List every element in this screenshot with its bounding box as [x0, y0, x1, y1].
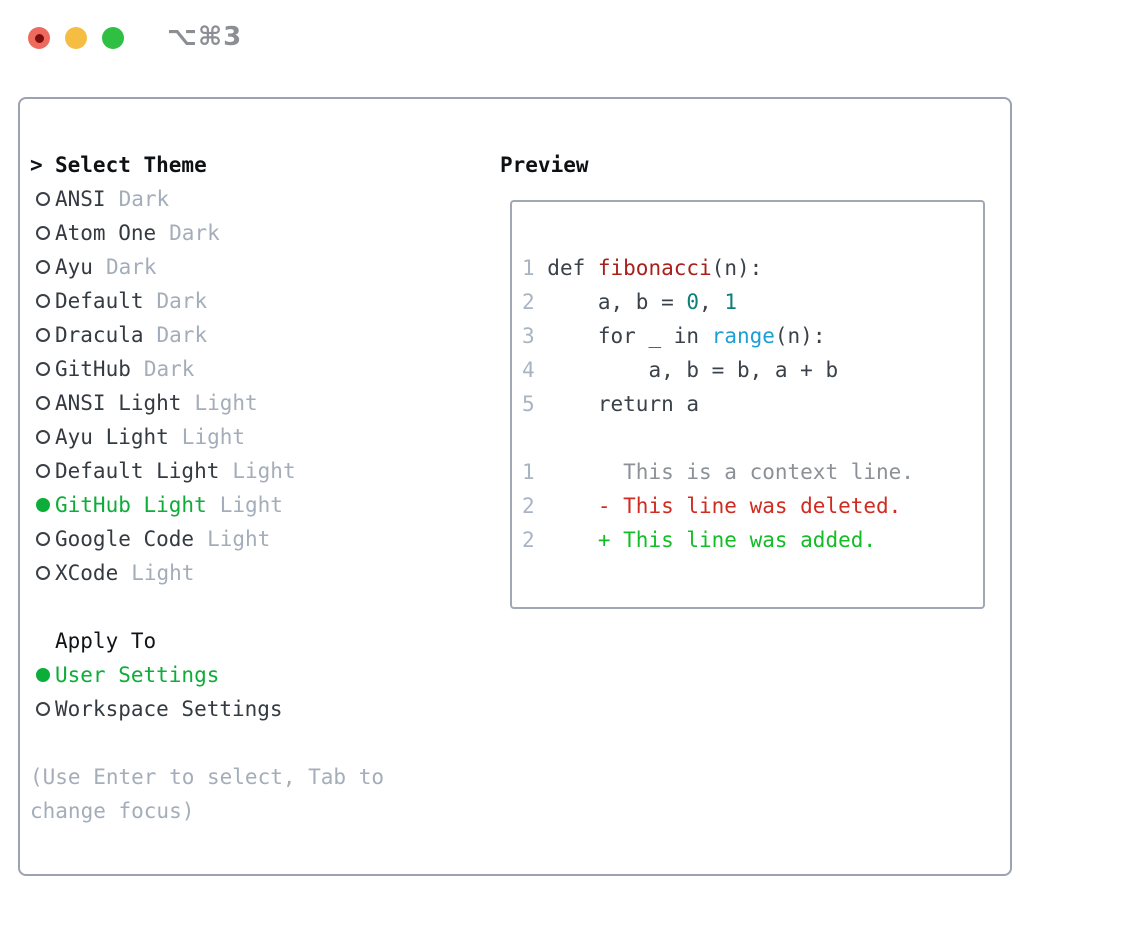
theme-variant-tag: Light: [131, 561, 195, 585]
theme-option-ansi[interactable]: ANSI Dark: [30, 182, 384, 216]
theme-option-default[interactable]: Default Dark: [30, 284, 384, 318]
theme-option-atom-one[interactable]: Atom One Dark: [30, 216, 384, 250]
code-line: 2 - This line was deleted.: [522, 494, 902, 518]
radio-selected-icon: [36, 498, 50, 512]
theme-option-label: GitHub: [55, 357, 131, 381]
close-button[interactable]: [28, 27, 50, 49]
theme-variant-tag: Dark: [105, 255, 157, 279]
apply-option-user-settings[interactable]: User Settings: [30, 658, 384, 692]
theme-option-default-light[interactable]: Default Light Light: [30, 454, 384, 488]
theme-option-label: Google Code: [55, 527, 195, 551]
theme-option-github[interactable]: GitHub Dark: [30, 352, 384, 386]
theme-variant-tag: Light: [181, 425, 246, 449]
spacer: [30, 590, 384, 624]
theme-option-label: GitHub Light: [55, 493, 207, 517]
theme-option-dracula[interactable]: Dracula Dark: [30, 318, 384, 352]
radio-unselected-icon: [36, 566, 50, 580]
close-button-dot-icon: [34, 33, 44, 43]
theme-menu-title: Select Theme: [55, 153, 207, 177]
theme-variant-tag: Dark: [156, 289, 208, 313]
preview-title: Preview: [500, 153, 589, 177]
theme-option-xcode[interactable]: XCode Light: [30, 556, 384, 590]
theme-option-google-code[interactable]: Google Code Light: [30, 522, 384, 556]
apply-to-title: Apply To: [55, 629, 157, 653]
cursor-icon: >: [30, 153, 43, 177]
preview-section: Preview 1 def fibonacci(n): 2 a, b = 0, 1…: [500, 148, 985, 609]
theme-option-label: XCode: [55, 561, 119, 585]
theme-variant-tag: Light: [207, 527, 271, 551]
theme-option-label: ANSI Light: [55, 391, 182, 415]
code-line: [522, 421, 983, 455]
code-line: 2 + This line was added.: [522, 528, 877, 552]
code-line: 1 This is a context line.: [522, 460, 914, 484]
code-line: 1 def fibonacci(n):: [522, 256, 763, 280]
radio-unselected-icon: [36, 396, 50, 410]
radio-unselected-icon: [36, 260, 50, 274]
theme-option-label: Default Light: [55, 459, 220, 483]
radio-unselected-icon: [36, 702, 50, 716]
radio-unselected-icon: [36, 464, 50, 478]
apply-option-label: Workspace Settings: [55, 697, 283, 721]
theme-variant-tag: Dark: [143, 357, 195, 381]
theme-option-github-light[interactable]: GitHub Light Light: [30, 488, 384, 522]
code-line: 4 a, b = b, a + b: [522, 358, 839, 382]
theme-variant-tag: Dark: [156, 323, 208, 347]
apply-option-label: User Settings: [55, 663, 220, 687]
theme-option-label: Default: [55, 289, 144, 313]
radio-unselected-icon: [36, 532, 50, 546]
theme-variant-tag: Dark: [169, 221, 220, 245]
radio-unselected-icon: [36, 430, 50, 444]
keyboard-hint-line-2: change focus): [30, 799, 195, 823]
code-line: 2 a, b = 0, 1: [522, 290, 737, 314]
minimize-button[interactable]: [65, 27, 87, 49]
theme-variant-tag: Light: [219, 493, 283, 517]
apply-option-workspace-settings[interactable]: Workspace Settings: [30, 692, 384, 726]
theme-option-label: Ayu: [55, 255, 93, 279]
radio-unselected-icon: [36, 294, 50, 308]
theme-option-label: Ayu Light: [55, 425, 169, 449]
radio-unselected-icon: [36, 328, 50, 342]
radio-selected-icon: [36, 668, 50, 682]
zoom-button[interactable]: [102, 27, 124, 49]
titlebar: ⌥⌘3: [0, 0, 1140, 75]
apply-to-header: Apply To: [30, 624, 384, 658]
theme-option-ansi-light[interactable]: ANSI Light Light: [30, 386, 384, 420]
theme-variant-tag: Light: [194, 391, 258, 415]
preview-code-box: 1 def fibonacci(n): 2 a, b = 0, 1 3 for _ …: [510, 200, 985, 609]
theme-variant-tag: Dark: [118, 187, 170, 211]
spacer: [30, 726, 384, 760]
keyboard-hint-line-1: (Use Enter to select, Tab to: [30, 765, 385, 789]
window-controls: [28, 27, 124, 49]
radio-unselected-icon: [36, 226, 50, 240]
radio-unselected-icon: [36, 362, 50, 376]
theme-option-ayu[interactable]: Ayu Dark: [30, 250, 384, 284]
theme-option-label: Atom One: [55, 221, 157, 245]
theme-variant-tag: Light: [232, 459, 296, 483]
theme-option-ayu-light[interactable]: Ayu Light Light: [30, 420, 384, 454]
radio-unselected-icon: [36, 192, 50, 206]
theme-option-label: ANSI: [55, 187, 106, 211]
theme-menu-header: > Select Theme: [30, 148, 384, 182]
theme-option-label: Dracula: [55, 323, 144, 347]
window-title: ⌥⌘3: [167, 22, 243, 52]
code-line: 5 return a: [522, 392, 700, 416]
code-line: 3 for _ in range(n):: [522, 324, 826, 348]
